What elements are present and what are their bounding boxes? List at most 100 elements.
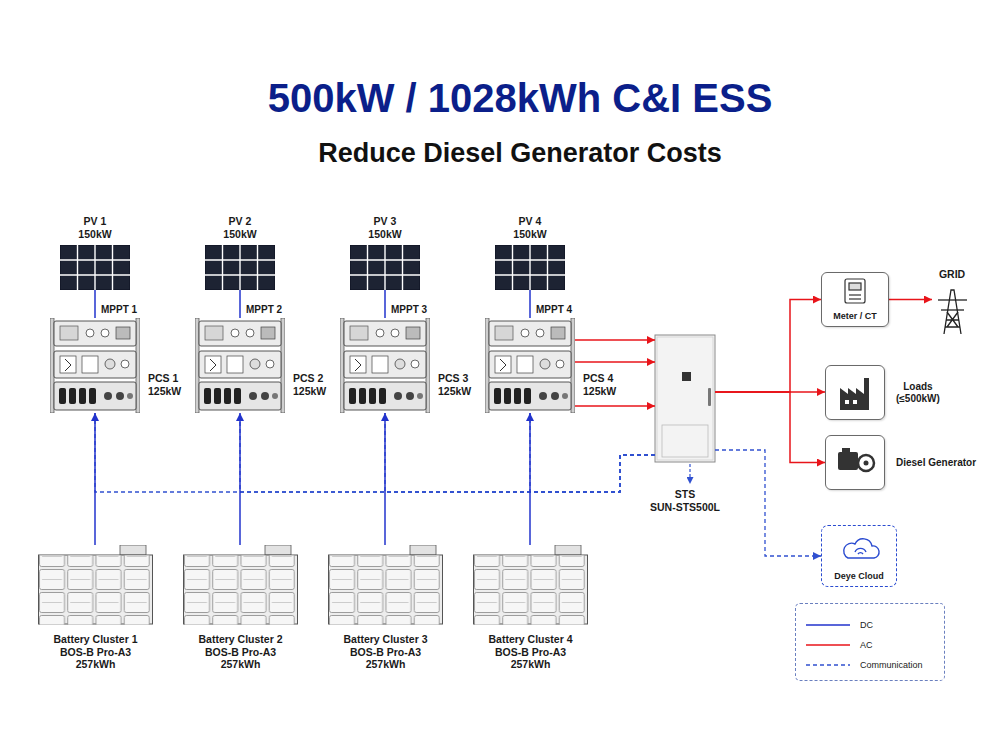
pv-array: PV 4150kW xyxy=(495,245,565,290)
dc-line xyxy=(384,290,386,318)
label-text: Battery Cluster 3 xyxy=(343,633,427,646)
ac-line xyxy=(575,405,655,407)
battery-cluster: Battery Cluster 1BOS-B Pro-A3257kWh xyxy=(38,545,153,625)
node-label: GRID xyxy=(939,268,965,281)
label-text: Battery Cluster 4 xyxy=(488,633,572,646)
label-text: PV 2 xyxy=(223,215,256,228)
pv-array: PV 3150kW xyxy=(350,245,420,290)
dc-line xyxy=(529,413,531,545)
communication-line xyxy=(385,413,655,492)
label-text: Meter / CT xyxy=(822,311,888,322)
label-text: 125kW xyxy=(293,385,326,398)
node-label: PCS 4125kW xyxy=(583,372,616,397)
ac-line xyxy=(575,339,655,341)
node-label: PCS 1125kW xyxy=(148,372,181,397)
node-label: PCS 2125kW xyxy=(293,372,326,397)
label-text: 150kW xyxy=(78,228,111,241)
dc-line xyxy=(94,413,96,545)
edge-label: MPPT 2 xyxy=(245,304,283,316)
label-text: Diesel Generator xyxy=(896,457,976,469)
label-text: BOS-B Pro-A3 xyxy=(198,646,282,659)
label-text: GRID xyxy=(939,268,965,281)
node-label: Battery Cluster 2BOS-B Pro-A3257kWh xyxy=(198,633,282,671)
label-text: PCS 2 xyxy=(293,372,326,385)
generator-box: Diesel Generator xyxy=(825,435,885,490)
label-text: 125kW xyxy=(148,385,181,398)
node-label: Battery Cluster 1BOS-B Pro-A3257kWh xyxy=(53,633,137,671)
label-text: 257kWh xyxy=(198,658,282,671)
label-text: 125kW xyxy=(438,385,471,398)
node-label: PV 2150kW xyxy=(223,215,256,240)
label-text: SUN-STS500L xyxy=(650,501,720,514)
label-text: PCS 1 xyxy=(148,372,181,385)
edge-label: MPPT 3 xyxy=(390,304,428,316)
dc-line xyxy=(384,413,386,545)
sts-cabinet: STSSUN-STS500L xyxy=(655,335,715,462)
pcs-inverter: PCS 3125kW xyxy=(340,318,430,413)
legend-text: DC xyxy=(860,619,873,631)
pv-panels xyxy=(60,245,565,290)
factory-icon xyxy=(840,378,869,410)
label-text: PV 4 xyxy=(513,215,546,228)
battery-racks xyxy=(39,545,588,625)
node-label: Battery Cluster 3BOS-B Pro-A3257kWh xyxy=(343,633,427,671)
label-text: 150kW xyxy=(368,228,401,241)
legend-text: Communication xyxy=(860,659,923,671)
label-text: Deye Cloud xyxy=(822,571,896,582)
label-text: PV 1 xyxy=(78,215,111,228)
node-label: Meter / CT xyxy=(822,311,888,322)
dc-line xyxy=(239,413,241,545)
label-text: PCS 4 xyxy=(583,372,616,385)
label-text: (≤500kW) xyxy=(896,393,940,405)
node-label: STSSUN-STS500L xyxy=(650,488,720,513)
node-label: PCS 3125kW xyxy=(438,372,471,397)
pv-array: PV 1150kW xyxy=(60,245,130,290)
subtitle: Reduce Diesel Generator Costs xyxy=(120,137,920,170)
generator-icon xyxy=(838,448,874,471)
label-text: 257kWh xyxy=(53,658,137,671)
battery-cluster: Battery Cluster 2BOS-B Pro-A3257kWh xyxy=(183,545,298,625)
ac-line xyxy=(715,300,821,393)
pcs-cabinets xyxy=(50,318,575,413)
label-text: Battery Cluster 1 xyxy=(53,633,137,646)
cloud-box: Deye Cloud xyxy=(821,525,897,587)
ac-line xyxy=(715,392,825,463)
node-label: Loads(≤500kW) xyxy=(896,381,940,405)
grid-tower-icon xyxy=(938,290,967,334)
label-text: 257kWh xyxy=(343,658,427,671)
label-text: BOS-B Pro-A3 xyxy=(488,646,572,659)
load-box: Loads(≤500kW) xyxy=(825,365,885,420)
sts-cabinet-drawing xyxy=(655,335,715,484)
label-text: BOS-B Pro-A3 xyxy=(343,646,427,659)
node-label: PV 1150kW xyxy=(78,215,111,240)
edge-label: MPPT 1 xyxy=(100,304,138,316)
legend-text: AC xyxy=(860,639,873,651)
label-text: 150kW xyxy=(513,228,546,241)
communication-line xyxy=(95,413,655,492)
pcs-inverter: PCS 1125kW xyxy=(50,318,140,413)
pcs-inverter: PCS 2125kW xyxy=(195,318,285,413)
label-text: 257kWh xyxy=(488,658,572,671)
pcs-inverter: PCS 4125kW xyxy=(485,318,575,413)
node-label: Battery Cluster 4BOS-B Pro-A3257kWh xyxy=(488,633,572,671)
ac-line xyxy=(889,299,932,301)
label-text: BOS-B Pro-A3 xyxy=(53,646,137,659)
label-text: Loads xyxy=(896,381,940,393)
dc-line xyxy=(94,290,96,318)
communication-line xyxy=(240,413,655,492)
ac-line xyxy=(575,361,655,363)
node-label: Deye Cloud xyxy=(822,571,896,582)
communication-line xyxy=(530,413,655,492)
label-text: PCS 3 xyxy=(438,372,471,385)
node-label: Diesel Generator xyxy=(896,457,976,469)
node-label: PV 4150kW xyxy=(513,215,546,240)
meter-icon xyxy=(845,279,865,303)
meter-box: Meter / CT xyxy=(821,272,889,327)
battery-cluster: Battery Cluster 4BOS-B Pro-A3257kWh xyxy=(473,545,588,625)
battery-cluster: Battery Cluster 3BOS-B Pro-A3257kWh xyxy=(328,545,443,625)
dc-line xyxy=(239,290,241,318)
label-text: 150kW xyxy=(223,228,256,241)
label-text: STS xyxy=(650,488,720,501)
label-text: Battery Cluster 2 xyxy=(198,633,282,646)
diagram-title: 500kW / 1028kWh C&I ESS xyxy=(120,75,920,121)
